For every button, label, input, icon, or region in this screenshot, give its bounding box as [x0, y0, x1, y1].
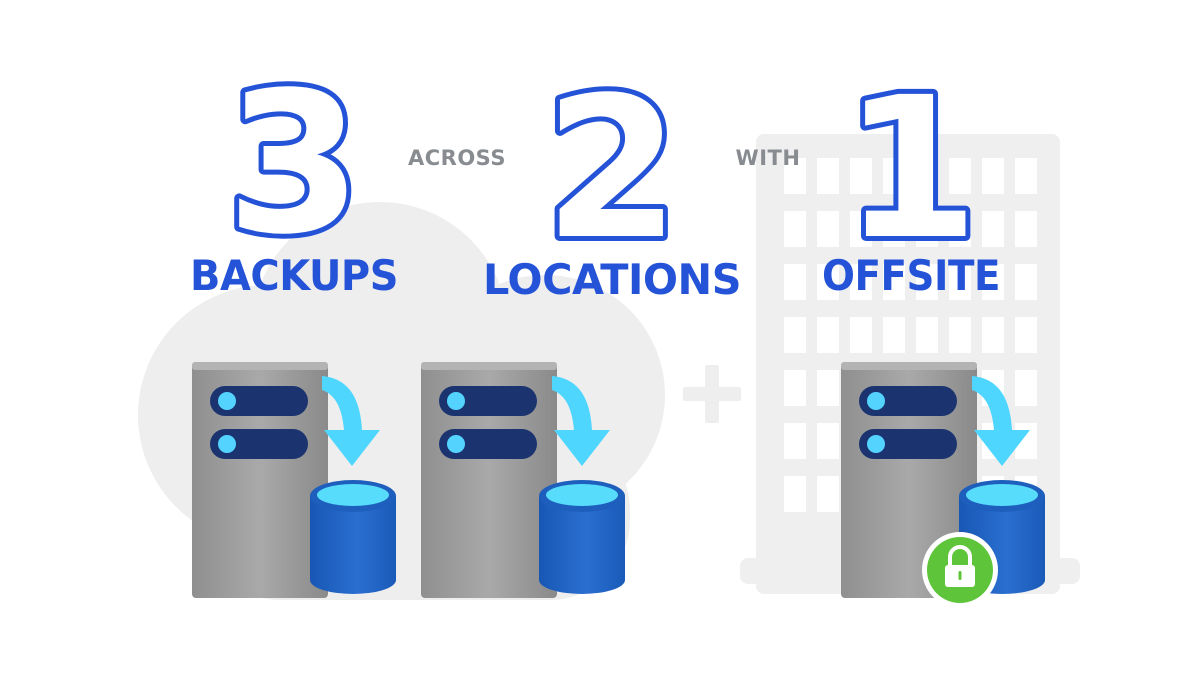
building-window	[817, 317, 839, 353]
backup-unit-offsite	[841, 362, 1045, 608]
building-window	[1015, 317, 1037, 353]
building-window	[784, 264, 806, 300]
server-icon	[421, 362, 557, 598]
step-number-offsite: 1	[843, 55, 979, 282]
padlock-icon	[922, 532, 998, 608]
building-window	[784, 158, 806, 194]
building-window	[949, 211, 971, 247]
server-icon	[192, 362, 328, 598]
building-window	[784, 370, 806, 406]
building-window	[982, 211, 1004, 247]
building-window	[1015, 158, 1037, 194]
building-window	[784, 211, 806, 247]
connector-with: WITH	[736, 146, 801, 170]
building-window	[883, 317, 905, 353]
building-window	[982, 264, 1004, 300]
building-window	[982, 158, 1004, 194]
database-icon	[539, 480, 625, 594]
building-window	[916, 158, 938, 194]
connector-across: ACROSS	[408, 146, 506, 170]
building-window	[916, 211, 938, 247]
step-label-locations: LOCATIONS	[483, 255, 741, 304]
building-window	[883, 264, 905, 300]
building-window	[1015, 370, 1037, 406]
building-window	[949, 317, 971, 353]
building-window	[883, 211, 905, 247]
building-window	[784, 423, 806, 459]
building-window	[949, 264, 971, 300]
building-window	[817, 264, 839, 300]
building-window	[784, 476, 806, 512]
step-label-offsite: OFFSITE	[822, 251, 1000, 300]
building-window	[916, 317, 938, 353]
database-icon	[310, 480, 396, 594]
building-window	[916, 264, 938, 300]
building-window	[982, 317, 1004, 353]
building-window	[850, 264, 872, 300]
building-window	[949, 158, 971, 194]
step-number-locations: 2	[544, 55, 680, 282]
step-label-backups: BACKUPS	[190, 251, 398, 300]
building-window	[784, 317, 806, 353]
building-window	[850, 317, 872, 353]
building-window	[817, 158, 839, 194]
building-window	[817, 476, 839, 512]
building-window	[883, 158, 905, 194]
plus-icon	[683, 365, 741, 423]
building-window	[817, 211, 839, 247]
building-window	[1015, 211, 1037, 247]
step-number-backups: 3	[226, 50, 362, 277]
building-window	[850, 211, 872, 247]
building-window	[817, 370, 839, 406]
building-window	[817, 423, 839, 459]
building-window	[850, 158, 872, 194]
building-window	[1015, 264, 1037, 300]
